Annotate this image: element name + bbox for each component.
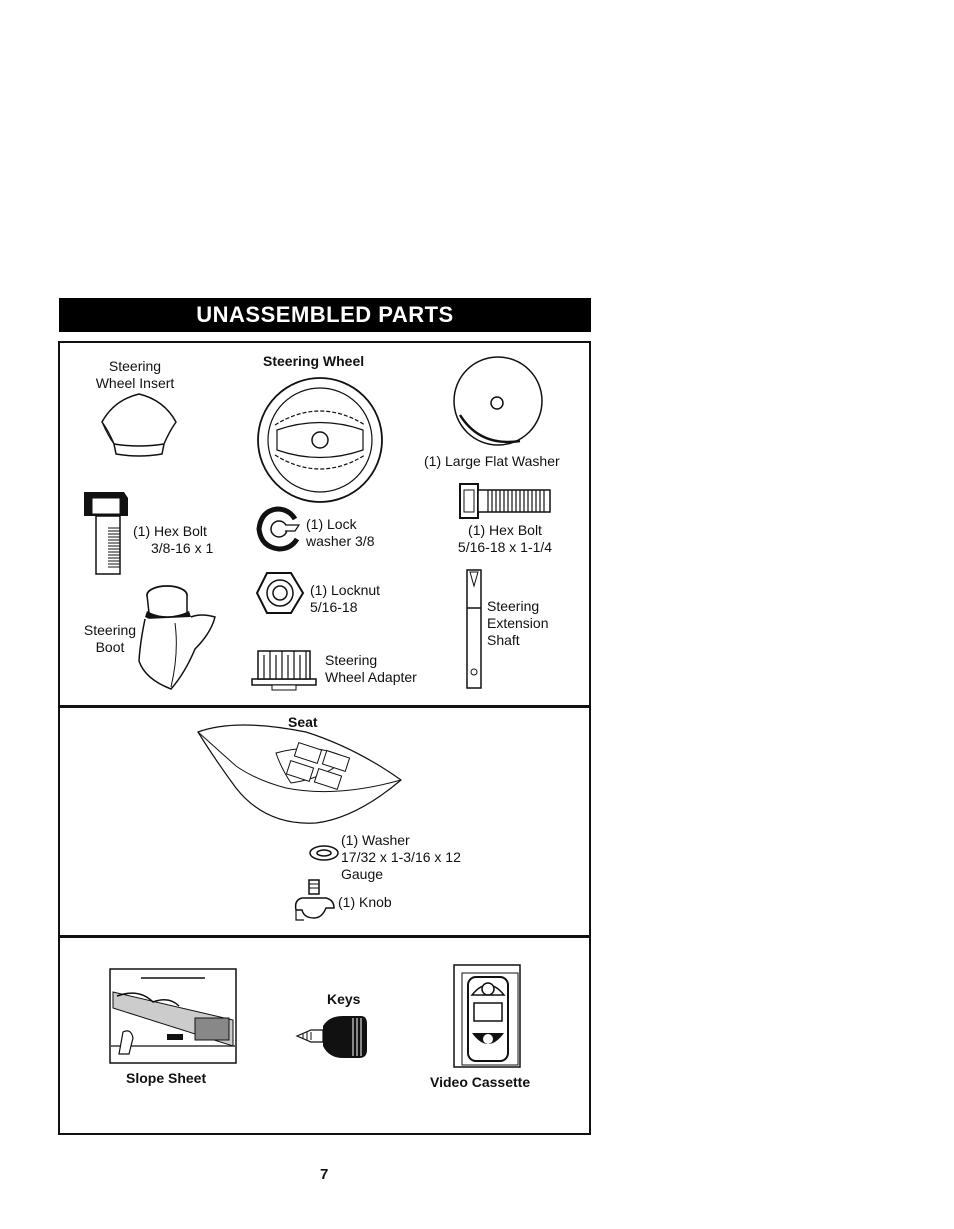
knob-icon bbox=[294, 879, 335, 921]
page-number: 7 bbox=[320, 1166, 329, 1183]
steering-wheel-insert-icon bbox=[101, 393, 177, 457]
steering-extension-shaft-label: Steering Extension Shaft bbox=[487, 598, 549, 648]
locknut-label: (1) Locknut 5/16-18 bbox=[310, 582, 381, 615]
steering-wheel-insert-label: Steering Wheel Insert bbox=[95, 358, 175, 391]
seat-icon bbox=[197, 724, 402, 824]
video-cassette-label: Video Cassette bbox=[430, 1074, 531, 1090]
steering-boot-label: Steering Boot bbox=[83, 622, 137, 655]
seat-label: Seat bbox=[288, 714, 318, 730]
section-title: UNASSEMBLED PARTS bbox=[59, 298, 591, 332]
steering-wheel-adapter-icon bbox=[251, 650, 317, 691]
large-flat-washer-label: (1) Large Flat Washer bbox=[424, 453, 560, 469]
hex-bolt-b-label: (1) Hex Bolt 5/16-18 x 1-1/4 bbox=[457, 522, 553, 555]
hex-bolt-horizontal-icon bbox=[459, 483, 551, 519]
hex-bolt-a-label: (1) Hex Bolt 3/8-16 x 1 bbox=[133, 523, 214, 556]
keys-label: Keys bbox=[327, 991, 361, 1007]
key-icon bbox=[295, 1016, 367, 1058]
slope-sheet-label: Slope Sheet bbox=[126, 1070, 207, 1086]
panel-steering-parts bbox=[58, 341, 591, 708]
lock-washer-label: (1) Lock washer 3/8 bbox=[306, 516, 375, 549]
slope-sheet-icon bbox=[109, 968, 237, 1064]
large-flat-washer-icon bbox=[453, 356, 543, 446]
locknut-icon bbox=[255, 572, 305, 614]
panel-seat-parts bbox=[58, 705, 591, 938]
steering-extension-shaft-icon bbox=[466, 569, 482, 689]
panel-misc-items bbox=[58, 935, 591, 1135]
knob-label: (1) Knob bbox=[338, 894, 392, 910]
steering-wheel-icon bbox=[257, 377, 383, 503]
video-cassette-icon bbox=[453, 964, 521, 1068]
lock-washer-icon bbox=[256, 506, 301, 552]
steering-boot-icon bbox=[138, 585, 216, 690]
washer-label: (1) Washer 17/32 x 1-3/16 x 12 Gauge bbox=[341, 832, 461, 882]
steering-wheel-adapter-label: Steering Wheel Adapter bbox=[325, 652, 417, 685]
hex-bolt-vertical-icon bbox=[84, 492, 128, 575]
washer-icon bbox=[309, 845, 339, 861]
steering-wheel-label: Steering Wheel bbox=[263, 353, 365, 369]
